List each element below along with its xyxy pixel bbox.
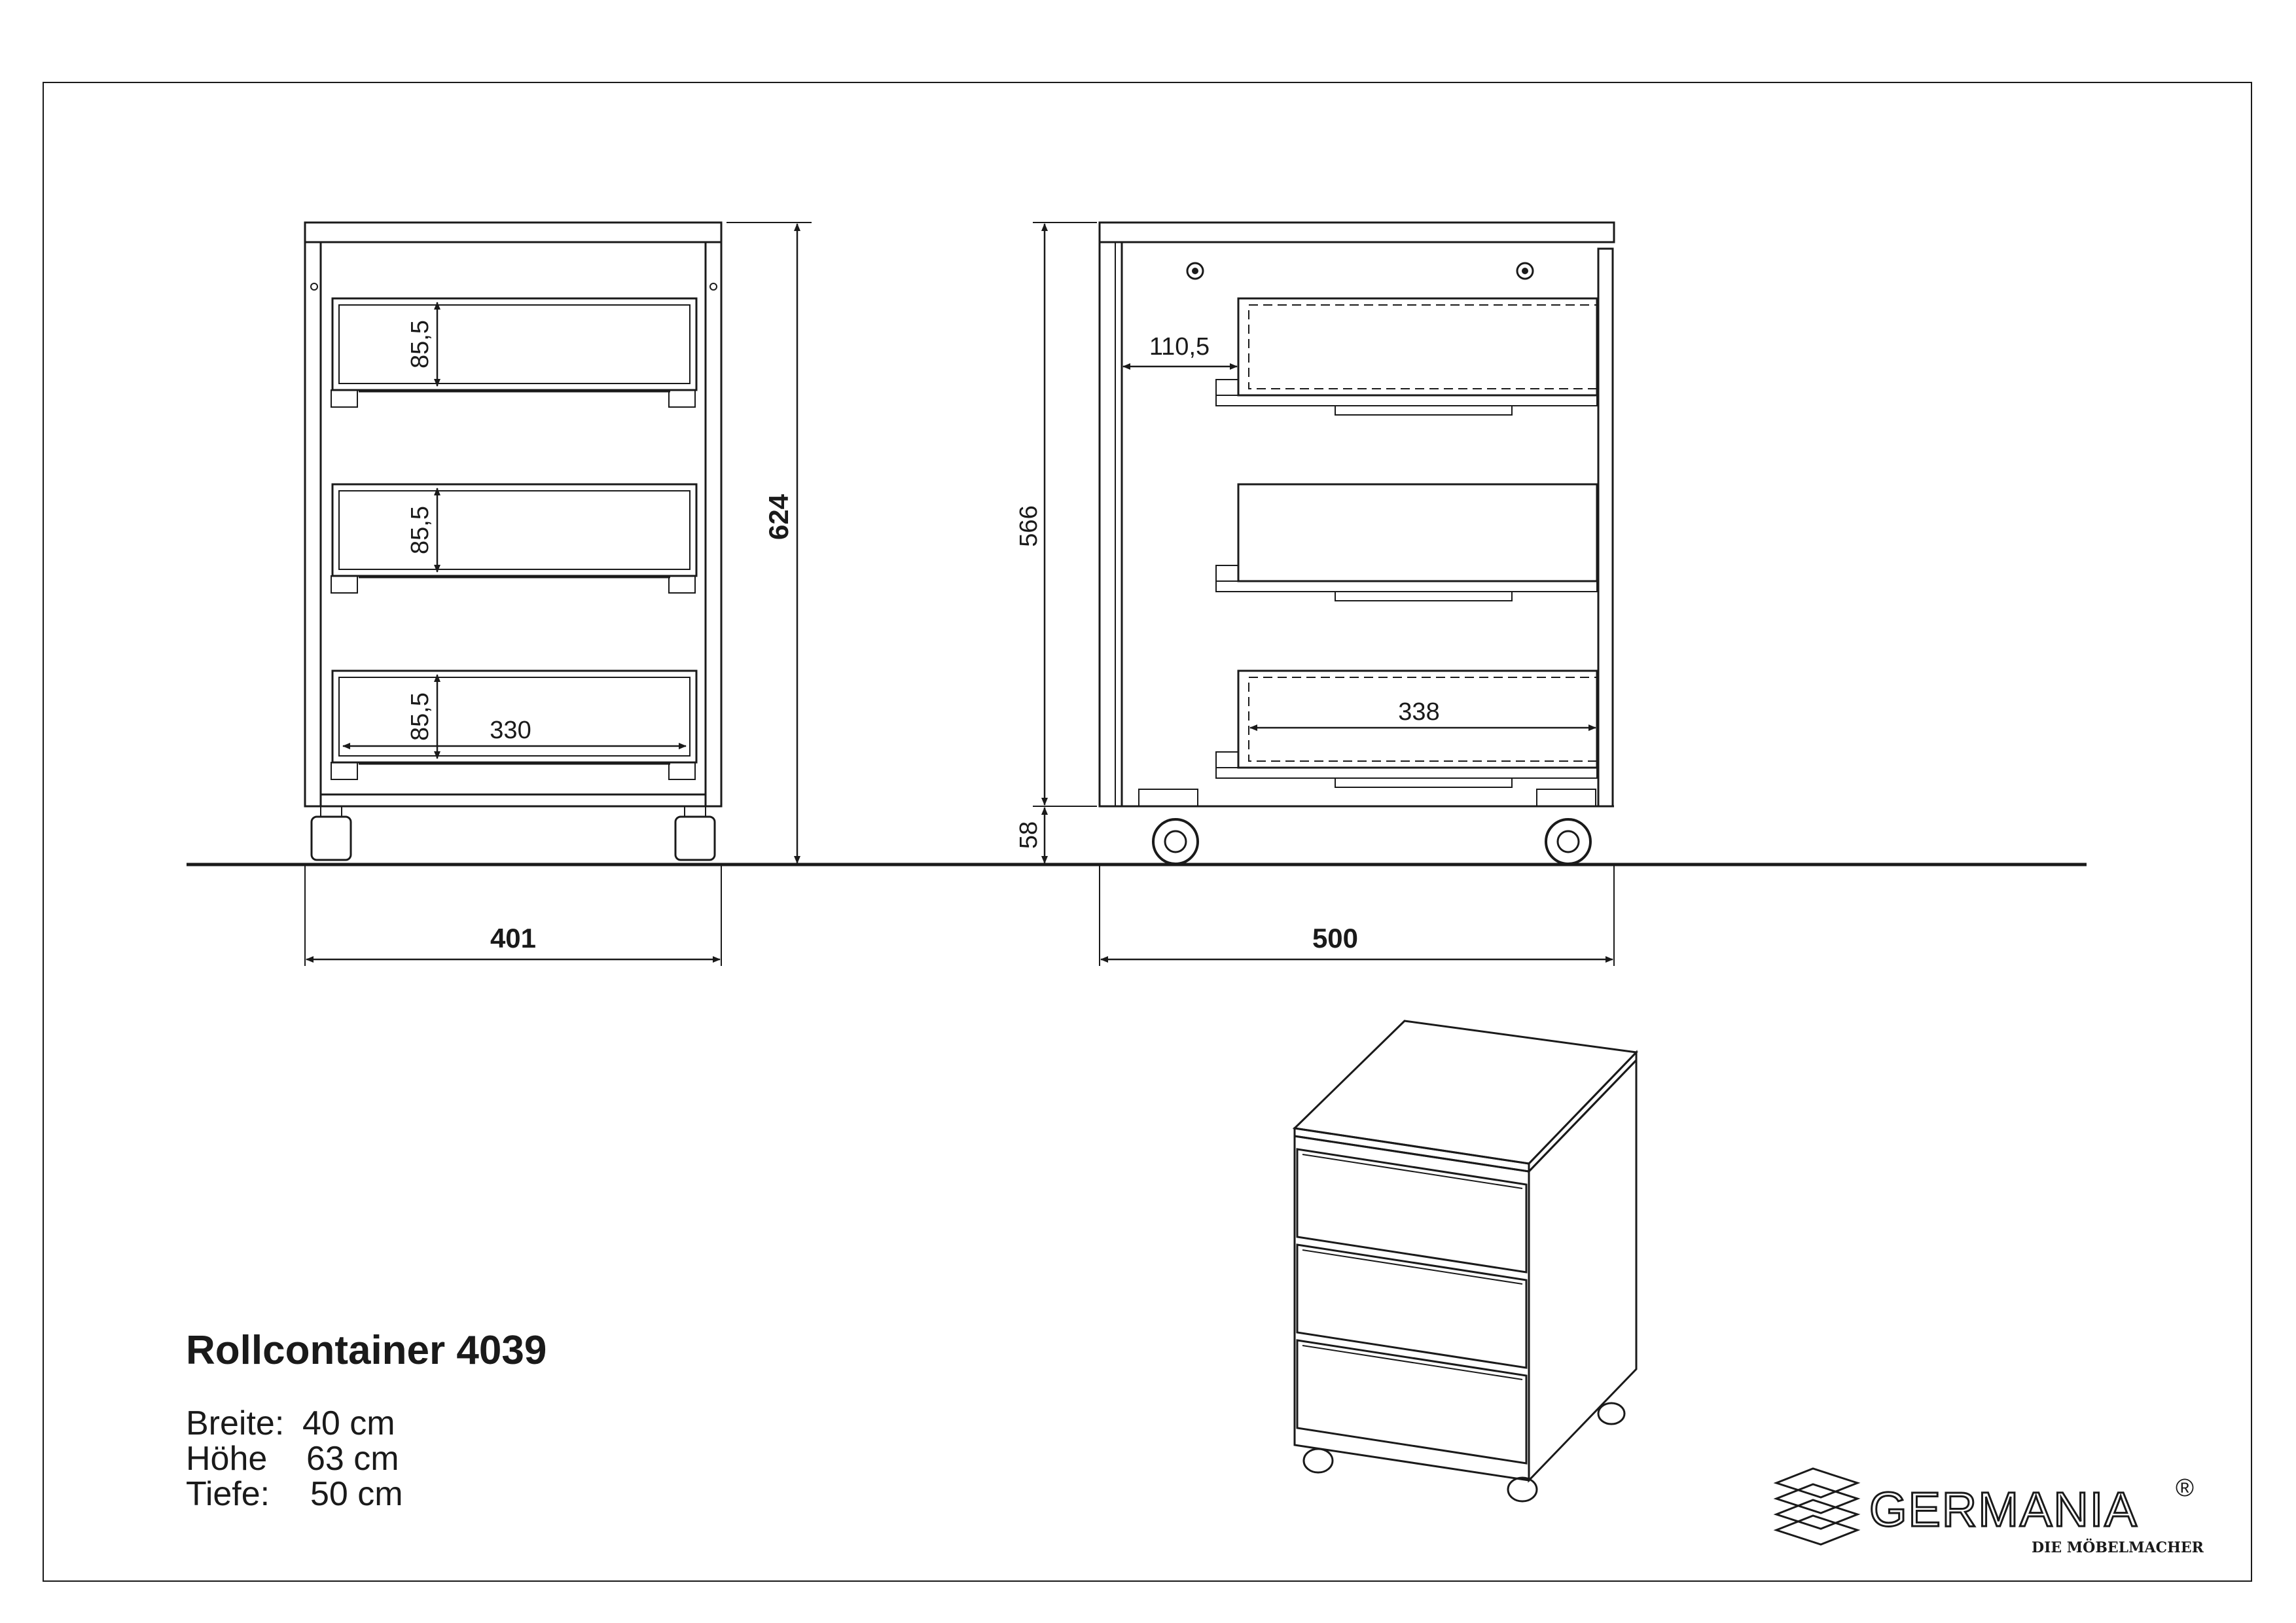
side-caster-left-wheel (1152, 818, 1199, 865)
side-drawer-3-inner (1248, 677, 1598, 762)
front-drawer-1-runner-left (331, 389, 358, 408)
front-screw-left (310, 283, 318, 291)
product-title: Rollcontainer 4039 (186, 1328, 547, 1373)
front-screw-right (709, 283, 717, 291)
front-caster-right (674, 815, 716, 861)
iso-drawer-3-grip (1302, 1345, 1523, 1380)
side-caster-right-wheel (1545, 818, 1592, 865)
front-top-board (304, 221, 723, 243)
side-mount-hole-1-dot (1192, 268, 1198, 274)
side-drawer-1-slide (1335, 405, 1513, 416)
iso-side-face (1528, 1058, 1638, 1483)
spec-depth-label: Tiefe: (186, 1475, 270, 1513)
side-back-panel (1098, 241, 1123, 808)
stack-logo-icon (1773, 1467, 1861, 1546)
side-caster-right-hub (1556, 830, 1580, 853)
front-caster-right-stem (684, 806, 706, 817)
side-caster-right-mount (1536, 789, 1596, 807)
iso-drawer-1 (1296, 1148, 1528, 1274)
front-drawer-2-inner (338, 490, 691, 570)
side-mount-hole-2 (1516, 262, 1534, 280)
front-caster-left (310, 815, 352, 861)
iso-drawer-2 (1296, 1243, 1528, 1369)
side-mount-hole-2-dot (1522, 268, 1528, 274)
spec-height-label: Höhe (186, 1440, 267, 1478)
side-drawer-2-slide (1335, 591, 1513, 601)
side-caster-left-mount (1138, 789, 1198, 807)
iso-top (1292, 1020, 1639, 1165)
side-drawer-2-box (1237, 483, 1598, 582)
spec-height-value: 63 cm (306, 1440, 399, 1478)
side-drawer-3-lip (1215, 751, 1239, 768)
front-drawer-1-runner-right (668, 389, 696, 408)
side-drawer-1-inner (1248, 304, 1598, 389)
iso-caster-front-right (1507, 1476, 1538, 1503)
front-bottom-rail (319, 793, 707, 808)
brand-tagline: DIE MÖBELMACHER (2032, 1538, 2204, 1556)
side-drawer-2-lip (1215, 565, 1239, 582)
dim-drawer-1-height-label: 85,5 (406, 320, 434, 368)
side-drawer-1-lip (1215, 379, 1239, 396)
front-drawer-3-runner-left (331, 762, 358, 780)
front-drawer-1-box (331, 297, 698, 391)
iso-drawer-3 (1296, 1339, 1528, 1465)
dim-side-depth-label: 500 (1312, 923, 1358, 954)
side-mount-hole-1 (1186, 262, 1204, 280)
front-drawer-3-runner-right (668, 762, 696, 780)
iso-caster-front-left (1302, 1448, 1334, 1474)
spec-depth-value: 50 cm (310, 1475, 403, 1513)
side-top-board (1098, 221, 1615, 243)
side-drawer-1-runner (1215, 395, 1598, 406)
dim-drawer-depth-label: 338 (1398, 698, 1439, 726)
side-drawer-2-runner (1215, 580, 1598, 592)
front-right-panel (704, 241, 723, 808)
front-drawer-2-runner-left (331, 575, 358, 594)
iso-caster-back-right (1597, 1402, 1626, 1425)
dim-total-height-label: 624 (763, 493, 794, 540)
spec-width-value: 40 cm (302, 1404, 395, 1442)
brand-registered-mark: ® (2176, 1474, 2194, 1502)
dim-drawer-setback-label: 110,5 (1149, 333, 1210, 361)
front-drawer-2-box (331, 483, 698, 577)
brand-name: GERMANIA (1869, 1482, 2138, 1537)
front-left-panel (304, 241, 322, 808)
dim-body-height-label: 566 (1015, 505, 1043, 546)
side-drawer-3-slide (1335, 777, 1513, 788)
side-drawer-3-runner (1215, 767, 1598, 779)
germania-logo: GERMANIA ® DIE MÖBELMACHER (1773, 1467, 2204, 1556)
product-info: Rollcontainer 4039 Breite: 40 cm Höhe 63… (186, 1328, 547, 1513)
side-caster-left-hub (1164, 830, 1187, 853)
side-view: 110,5 338 566 58 500 (1015, 221, 1615, 966)
front-drawer-3-inner (338, 677, 691, 757)
side-front-edge (1597, 247, 1614, 808)
front-drawer-2-runner-right (668, 575, 696, 594)
dim-drawer-3-height-label: 85,5 (406, 692, 434, 741)
dim-drawer-2-height-label: 85,5 (406, 506, 434, 554)
iso-drawer-1-grip (1302, 1154, 1523, 1189)
spec-width-label: Breite: (186, 1404, 284, 1442)
sheet-border (43, 82, 2252, 1582)
front-drawer-1-inner (338, 304, 691, 384)
side-drawer-1-box (1237, 297, 1598, 397)
iso-front-face (1293, 1135, 1530, 1482)
dim-front-width-label: 401 (490, 923, 536, 954)
isometric-view (1292, 1020, 1639, 1503)
dim-drawer-width-label: 330 (490, 717, 531, 744)
iso-drawer-2-grip (1302, 1249, 1523, 1285)
dim-plinth-height-label: 58 (1015, 821, 1043, 849)
front-drawer-3-box (331, 669, 698, 764)
iso-top-edge-front (1293, 1127, 1530, 1173)
front-caster-left-stem (320, 806, 342, 817)
front-view: 85,5 85,5 85,5 330 624 401 (304, 221, 812, 966)
